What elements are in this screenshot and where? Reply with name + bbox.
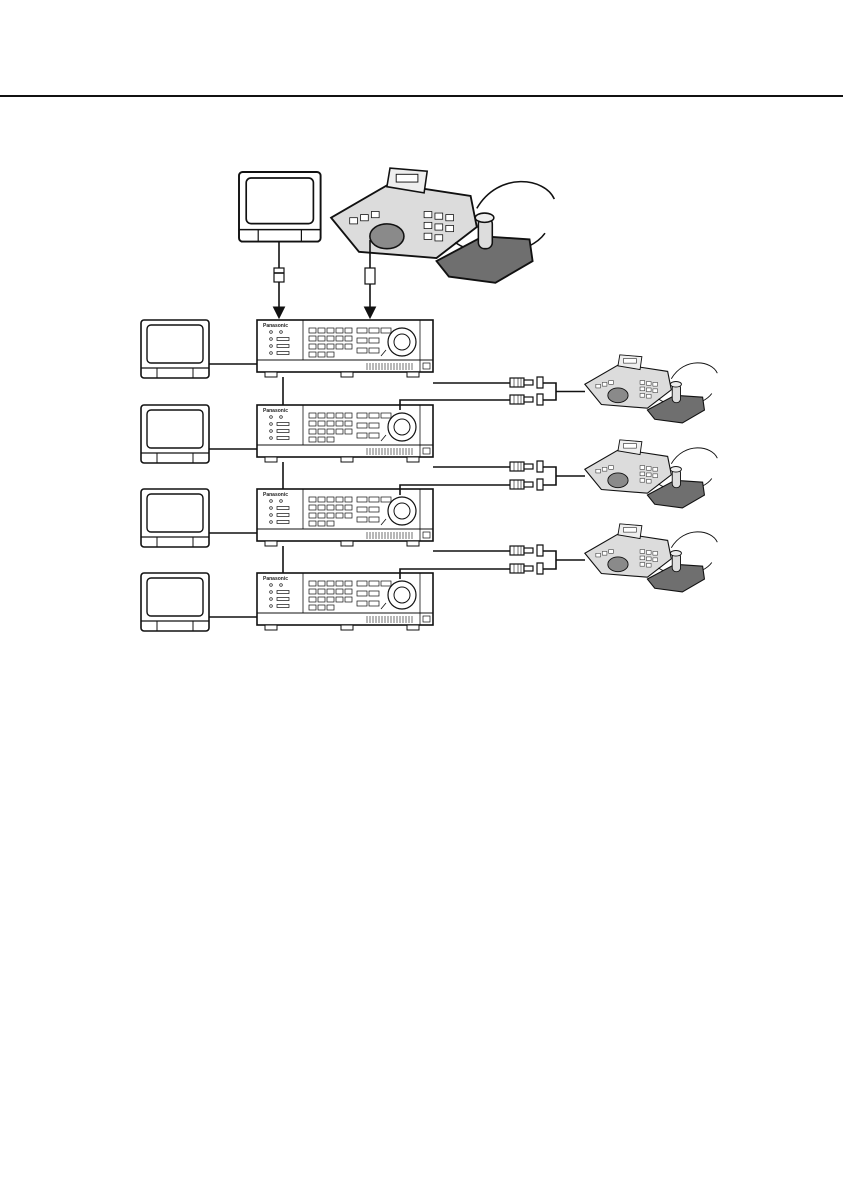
controller-4-brand: Panasonic xyxy=(263,576,288,582)
system-keyboard-2-icon xyxy=(585,440,717,508)
connector-bridge-3 xyxy=(543,551,556,569)
monitor-2-icon xyxy=(141,405,209,463)
connector-b-2-icon xyxy=(510,479,543,490)
connector-b-1-icon xyxy=(510,394,543,405)
top-monitor-icon xyxy=(239,172,321,242)
top-system-keyboard-icon xyxy=(331,168,554,283)
system-keyboard-3-icon xyxy=(585,524,717,592)
connector-b-3-icon xyxy=(510,563,543,574)
controller-1-brand: Panasonic xyxy=(263,323,288,329)
connector-bridge-2 xyxy=(543,467,556,485)
connector-a-1-icon xyxy=(510,377,543,388)
bnc-connector-icon xyxy=(274,268,284,282)
connector-a-3-icon xyxy=(510,545,543,556)
controller-3-brand: Panasonic xyxy=(263,492,288,498)
monitor-3-icon xyxy=(141,489,209,547)
connector-bridge-1 xyxy=(543,383,556,400)
monitor-4-icon xyxy=(141,573,209,631)
modular-connector-icon xyxy=(365,268,375,284)
monitor-1-icon xyxy=(141,320,209,378)
system-keyboard-1-icon xyxy=(585,355,717,423)
connector-a-2-icon xyxy=(510,461,543,472)
controller-2-brand: Panasonic xyxy=(263,408,288,414)
